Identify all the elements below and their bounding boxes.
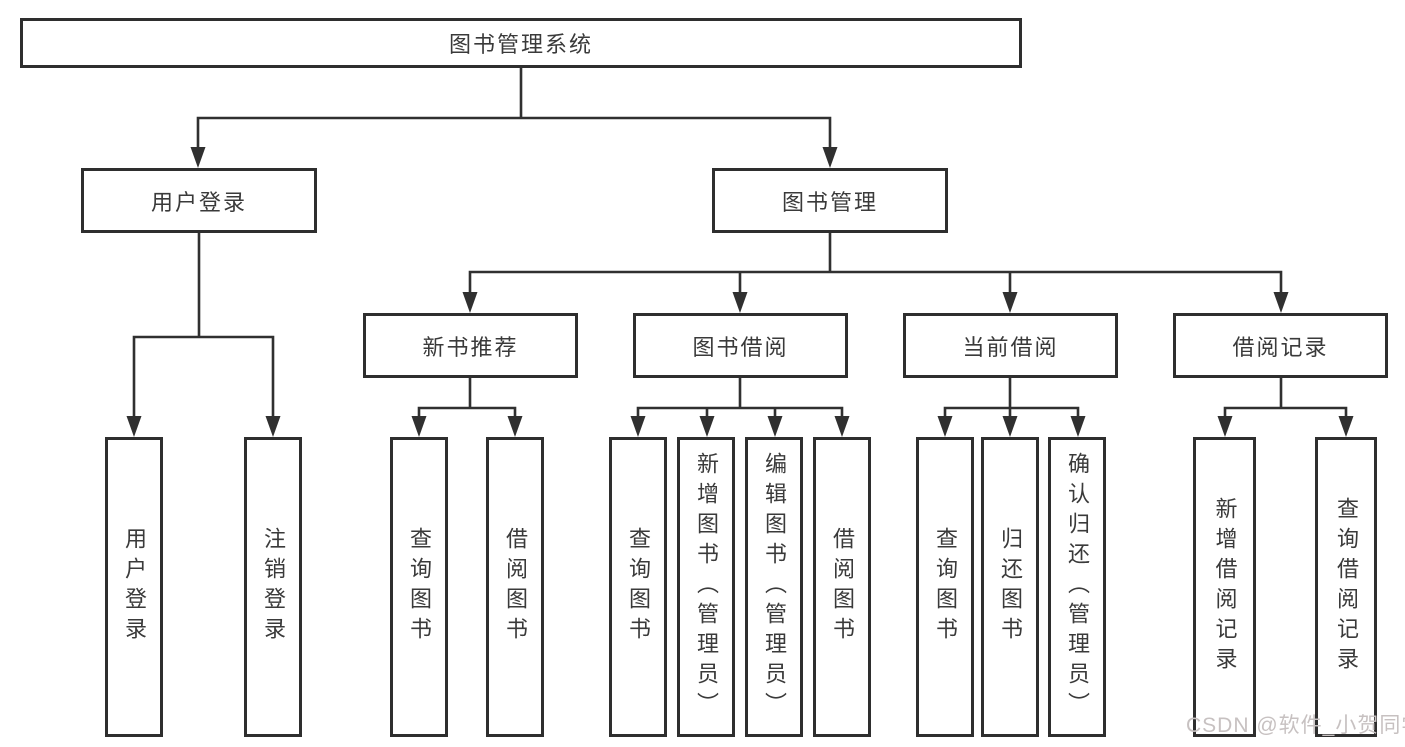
node-root: 图书管理系统: [20, 18, 1022, 68]
connector-borrow-records-branch: [1217, 376, 1354, 437]
connector-current-borrow-branch: [937, 376, 1086, 437]
connector-new-books-branch: [411, 376, 523, 437]
leaf-label: 归还图书: [998, 527, 1023, 647]
leaf-query-books-current: 查询图书: [916, 437, 974, 737]
leaf-user-login: 用户登录: [105, 437, 163, 737]
node-label: 图书借阅: [692, 334, 789, 360]
leaf-label: 借阅图书: [830, 527, 855, 647]
node-label: 用户登录: [150, 189, 247, 215]
node-label: 图书管理系统: [448, 32, 593, 57]
leaf-add-books-admin: 新增图书（管理员）: [677, 437, 735, 737]
leaf-confirm-return-admin: 确认归还（管理员）: [1048, 437, 1106, 737]
node-new-books: 新书推荐: [363, 313, 578, 378]
arrow-down-icon: [699, 416, 715, 437]
arrow-down-icon: [767, 416, 783, 437]
leaf-borrow-books-borrow: 借阅图书: [813, 437, 871, 737]
arrow-down-icon: [190, 147, 206, 168]
leaf-label: 确认归还（管理员）: [1065, 452, 1090, 722]
node-label: 图书管理: [781, 189, 878, 215]
leaf-label: 编辑图书（管理员）: [762, 452, 787, 722]
leaf-label: 用户登录: [122, 527, 147, 647]
connector-book-mgmt-branch: [462, 231, 1289, 313]
node-label: 当前借阅: [962, 334, 1059, 360]
leaf-label: 查询借阅记录: [1334, 497, 1359, 677]
arrow-down-icon: [630, 416, 646, 437]
leaf-label: 查询图书: [933, 527, 958, 647]
leaf-label: 新增借阅记录: [1212, 497, 1238, 677]
arrow-down-icon: [1273, 292, 1289, 313]
arrow-down-icon: [1338, 416, 1354, 437]
node-book-mgmt: 图书管理: [712, 168, 948, 233]
csdn-watermark: CSDN @软件_小贺同学: [1186, 714, 1405, 737]
node-borrow-records: 借阅记录: [1173, 313, 1388, 378]
arrow-down-icon: [732, 292, 748, 313]
leaf-label: 注销登录: [261, 527, 286, 647]
node-user-login: 用户登录: [81, 168, 317, 233]
leaf-add-borrow-record: 新增借阅记录: [1193, 437, 1256, 737]
leaf-query-borrow-record: 查询借阅记录: [1315, 437, 1377, 737]
leaf-query-books-newbooks: 查询图书: [390, 437, 448, 737]
arrow-down-icon: [1002, 416, 1018, 437]
arrow-down-icon: [507, 416, 523, 437]
leaf-label: 新增图书（管理员）: [694, 452, 719, 722]
leaf-borrow-books-newbooks: 借阅图书: [486, 437, 544, 737]
arrow-down-icon: [834, 416, 850, 437]
node-label: 新书推荐: [422, 334, 519, 360]
leaf-query-books-borrow: 查询图书: [609, 437, 667, 737]
node-label: 借阅记录: [1232, 334, 1329, 360]
connector-book-borrow-branch: [630, 376, 850, 437]
arrow-down-icon: [1217, 416, 1233, 437]
node-book-borrow: 图书借阅: [633, 313, 848, 378]
arrow-down-icon: [126, 416, 142, 437]
leaf-edit-books-admin: 编辑图书（管理员）: [745, 437, 803, 737]
arrow-down-icon: [411, 416, 427, 437]
node-current-borrow: 当前借阅: [903, 313, 1118, 378]
leaf-label: 借阅图书: [503, 527, 528, 647]
arrow-down-icon: [1070, 416, 1086, 437]
arrow-down-icon: [822, 147, 838, 168]
arrow-down-icon: [265, 416, 281, 437]
leaf-return-books: 归还图书: [981, 437, 1039, 737]
connector-root-branch: [190, 66, 838, 168]
arrow-down-icon: [1002, 292, 1018, 313]
leaf-label: 查询图书: [626, 527, 651, 647]
connector-user-branch: [126, 231, 281, 437]
arrow-down-icon: [462, 292, 478, 313]
leaf-label: 查询图书: [407, 527, 432, 647]
leaf-logout: 注销登录: [244, 437, 302, 737]
arrow-down-icon: [937, 416, 953, 437]
